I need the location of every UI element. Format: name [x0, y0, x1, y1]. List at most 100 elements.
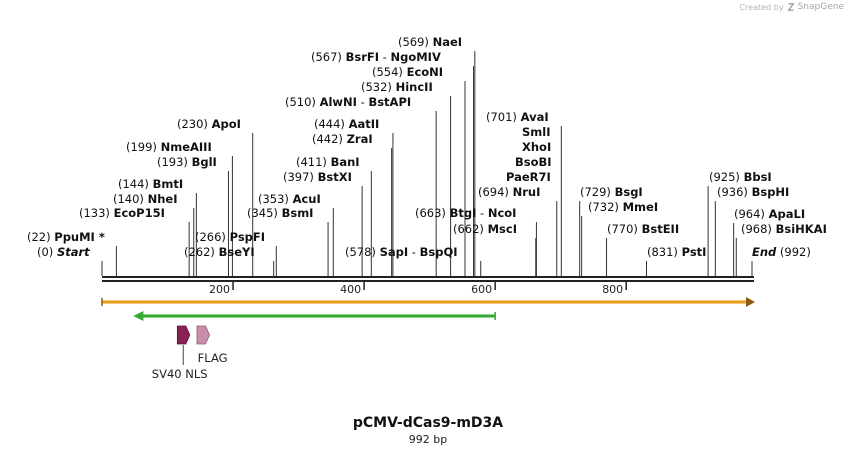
- site-label-msci[interactable]: (662) MscI: [453, 222, 517, 236]
- site-label-psti[interactable]: (831) PstI: [647, 245, 706, 259]
- feature-label-sv40-nls: SV40 NLS: [152, 367, 208, 381]
- site-label-bsgi[interactable]: (729) BsgI: [580, 185, 643, 199]
- site-label-end[interactable]: End (992): [752, 245, 811, 259]
- site-label-bsihkai[interactable]: (968) BsiHKAI: [741, 222, 827, 236]
- site-name: PaeR7I: [506, 170, 551, 184]
- site-position: (701): [486, 110, 521, 124]
- site-label-bsobi[interactable]: BsoBI: [515, 155, 552, 169]
- site-name: BmtI: [153, 177, 184, 191]
- site-position: (510): [285, 95, 320, 109]
- site-label-hincii[interactable]: (532) HincII: [361, 80, 433, 94]
- site-position: (532): [361, 80, 396, 94]
- site-label-bseyi[interactable]: (262) BseYI: [184, 245, 255, 259]
- snapgene-brand-text: SnapGene: [797, 2, 844, 12]
- site-position: (770): [607, 222, 642, 236]
- site-position: (144): [118, 177, 153, 191]
- ruler-label-600: 600: [471, 283, 492, 296]
- snapgene-logo-icon: [786, 3, 795, 11]
- site-position: (662): [453, 222, 488, 236]
- site-position: (345): [247, 206, 282, 220]
- site-name: BbsI: [744, 170, 772, 184]
- site-position: (567): [311, 50, 346, 64]
- site-name: NaeI: [433, 35, 462, 49]
- site-label-start[interactable]: (0) Start: [37, 245, 90, 259]
- site-label-paer7i[interactable]: PaeR7I: [506, 170, 551, 184]
- site-position: (925): [709, 170, 744, 184]
- site-position: (193): [157, 155, 192, 169]
- site-label-bgli[interactable]: (193) BglI: [157, 155, 217, 169]
- site-name: HincII: [396, 80, 433, 94]
- site-name-alt: NgoMIV: [390, 50, 440, 64]
- site-name: End: [752, 245, 777, 259]
- site-label-bsteii[interactable]: (770) BstEII: [607, 222, 679, 236]
- site-name: EcoNI: [407, 65, 443, 79]
- site-label-zrai[interactable]: (442) ZraI: [312, 132, 373, 146]
- site-position: (831): [647, 245, 682, 259]
- feature-flag[interactable]: [196, 325, 210, 345]
- site-label-apali[interactable]: (964) ApaLI: [734, 207, 805, 221]
- site-position: (729): [580, 185, 615, 199]
- site-name: BsgI: [615, 185, 643, 199]
- site-name: NmeAIII: [161, 140, 212, 154]
- plasmid-length: 992 bp: [408, 433, 448, 446]
- site-name: Start: [57, 245, 90, 259]
- site-label-smli[interactable]: SmlI: [522, 125, 551, 139]
- site-position: (578): [345, 245, 380, 259]
- site-label-ecop15i[interactable]: (133) EcoP15I: [79, 206, 165, 220]
- site-name: BstEII: [642, 222, 680, 236]
- site-label-btgi[interactable]: (663) BtgI - NcoI: [415, 206, 516, 220]
- site-name: XhoI: [522, 140, 551, 154]
- site-name: BsoBI: [515, 155, 552, 169]
- site-name: AatII: [349, 117, 380, 131]
- site-label-nhei[interactable]: (140) NheI: [113, 192, 177, 206]
- site-label-bsphi[interactable]: (936) BspHI: [717, 185, 789, 199]
- site-label-mmei[interactable]: (732) MmeI: [588, 200, 658, 214]
- site-label-bani[interactable]: (411) BanI: [296, 155, 360, 169]
- created-by-text: Created by: [739, 2, 784, 12]
- site-label-xhoi[interactable]: XhoI: [522, 140, 551, 154]
- site-label-aatii[interactable]: (444) AatII: [314, 117, 379, 131]
- site-label-acui[interactable]: (353) AcuI: [258, 192, 321, 206]
- site-label-nrui[interactable]: (694) NruI: [478, 185, 540, 199]
- site-label-ppumi[interactable]: (22) PpuMI *: [27, 230, 105, 244]
- site-label-avai[interactable]: (701) AvaI: [486, 110, 549, 124]
- site-position: (230): [177, 117, 212, 131]
- site-position: (266): [195, 230, 230, 244]
- site-label-nmeaiii[interactable]: (199) NmeAIII: [126, 140, 212, 154]
- site-name: BseYI: [219, 245, 255, 259]
- site-label-bsmi[interactable]: (345) BsmI: [247, 206, 313, 220]
- site-label-bstxi[interactable]: (397) BstXI: [283, 170, 352, 184]
- site-label-bmti[interactable]: (144) BmtI: [118, 177, 183, 191]
- orf-forward-arrow-icon: [746, 297, 755, 307]
- site-label-bsrfi[interactable]: (567) BsrFI - NgoMIV: [311, 50, 441, 64]
- site-label-apoi[interactable]: (230) ApoI: [177, 117, 241, 131]
- site-position: (0): [37, 245, 57, 259]
- site-label-bbsi[interactable]: (925) BbsI: [709, 170, 772, 184]
- site-name: BtgI: [450, 206, 477, 220]
- orf-forward-bar[interactable]: [101, 300, 747, 304]
- site-label-naei[interactable]: (569) NaeI: [398, 35, 462, 49]
- site-position: (936): [717, 185, 752, 199]
- plasmid-name: pCMV-dCas9-mD3A: [352, 415, 504, 431]
- site-label-pspfi[interactable]: (266) PspFI: [195, 230, 265, 244]
- site-position: (569): [398, 35, 433, 49]
- site-name: BsrFI: [346, 50, 379, 64]
- site-name: BsiHKAI: [776, 222, 827, 236]
- site-label-sapi[interactable]: (578) SapI - BspQI: [345, 245, 458, 259]
- site-position: (663): [415, 206, 450, 220]
- site-label-econi[interactable]: (554) EcoNI: [372, 65, 443, 79]
- site-separator: -: [408, 245, 419, 259]
- site-position: (964): [734, 207, 769, 221]
- site-name: SapI: [380, 245, 409, 259]
- feature-sv40-nls[interactable]: [176, 325, 191, 345]
- feature-label-flag: FLAG: [198, 351, 228, 365]
- site-label-alwni[interactable]: (510) AlwNI - BstAPI: [285, 95, 411, 109]
- site-position: (22): [27, 230, 54, 244]
- orf-reverse-arrow-icon: [133, 311, 144, 321]
- site-position: (968): [741, 222, 776, 236]
- site-position: (353): [258, 192, 293, 206]
- orf-reverse-bar[interactable]: [137, 314, 496, 318]
- site-name-alt: NcoI: [488, 206, 517, 220]
- site-name: AvaI: [521, 110, 549, 124]
